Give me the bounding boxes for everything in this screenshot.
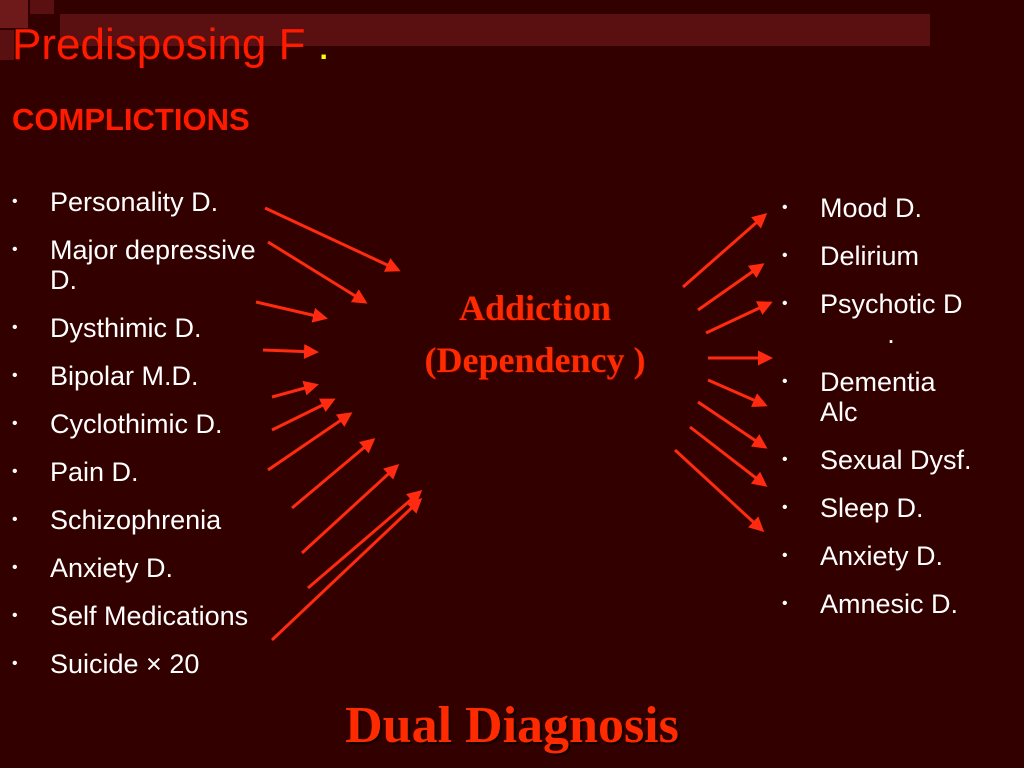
arrow-line <box>270 497 423 642</box>
list-item-text: Sleep D. <box>820 493 924 523</box>
list-item: • Anxiety D. <box>782 541 1022 571</box>
bullet-icon: • <box>12 193 18 210</box>
list-item: • Mood D. <box>782 193 1022 223</box>
list-item-text: Dementia <box>820 367 936 397</box>
list-item-text: Anxiety D. <box>50 553 174 583</box>
list-item: • Dysthimic D. <box>12 313 312 343</box>
arrow-line <box>271 398 336 432</box>
arrow-line <box>705 301 773 335</box>
bullet-icon: • <box>782 373 788 390</box>
list-item: • Bipolar M.D. <box>12 361 312 391</box>
center-node: Addiction (Dependency ) <box>380 282 690 386</box>
list-item: • Schizophrenia <box>12 505 312 535</box>
bullet-icon: • <box>782 247 788 264</box>
slide-title: Predisposing F. <box>12 20 328 70</box>
arrow-line <box>300 463 400 555</box>
list-item: • Suicide × 20 <box>12 649 312 679</box>
list-item-text: Dysthimic D. <box>50 313 202 343</box>
bullet-icon: • <box>12 655 18 672</box>
footer-title: Dual Diagnosis <box>345 697 679 754</box>
arrow-line <box>682 213 768 289</box>
center-node-line2: (Dependency ) <box>424 340 646 380</box>
bullet-icon: • <box>782 499 788 516</box>
list-item: • Cyclothimic D. <box>12 409 312 439</box>
list-item-continuation: . <box>887 319 895 349</box>
bullet-icon: • <box>782 199 788 216</box>
list-item-text: Mood D. <box>820 193 923 223</box>
bullet-icon: • <box>12 367 18 384</box>
list-item-text: Cyclothimic D. <box>50 409 223 439</box>
list-item-text: Personality D. <box>50 187 219 217</box>
center-node-line1: Addiction <box>458 288 612 328</box>
list-item-text: Self Medications <box>50 601 249 631</box>
list-item-text: Sexual Dysf. <box>820 445 972 475</box>
arrow-line <box>689 425 768 487</box>
bullet-icon: • <box>12 415 18 432</box>
list-item-text: Amnesic D. <box>820 589 959 619</box>
list-item-text: Major depressive <box>50 235 256 265</box>
arrow-group <box>255 206 773 642</box>
list-item: • Psychotic D. <box>782 289 1022 349</box>
arrow-line <box>267 412 353 472</box>
list-item-continuation: D. <box>50 265 77 295</box>
arrow-line <box>255 300 328 323</box>
list-item: • Self Medications <box>12 601 312 631</box>
list-item-continuation: Alc <box>820 397 858 427</box>
bullet-icon: • <box>12 463 18 480</box>
bullet-icon: • <box>12 241 18 258</box>
list-item-text: Delirium <box>820 241 920 271</box>
list-item-text: Psychotic D <box>820 289 963 319</box>
arrow-line <box>264 206 401 272</box>
list-item: • Delirium <box>782 241 1022 271</box>
slide-title-dot: . <box>319 33 328 66</box>
arrow-line <box>673 448 765 533</box>
corner-square <box>0 0 28 28</box>
bullet-icon: • <box>782 451 788 468</box>
list-item-text: Schizophrenia <box>50 505 222 535</box>
bullet-icon: • <box>12 511 18 528</box>
corner-square <box>0 30 14 60</box>
list-item-text: Suicide × 20 <box>50 649 200 679</box>
arrow-line <box>271 380 319 399</box>
arrow-line <box>262 344 319 360</box>
corner-square <box>30 0 54 14</box>
slide-title-text: Predisposing F <box>12 20 306 69</box>
arrow-line <box>307 490 423 590</box>
header-band <box>60 14 930 46</box>
arrow-line <box>707 378 768 408</box>
slide-subtitle: COMPLICTIONS <box>12 102 250 137</box>
list-item: • Anxiety D. <box>12 553 312 583</box>
bullet-icon: • <box>12 559 18 576</box>
list-item-text: Anxiety D. <box>820 541 944 571</box>
bullet-icon: • <box>12 607 18 624</box>
bullet-icon: • <box>782 595 788 612</box>
arrow-line <box>291 438 376 510</box>
list-item-text: Bipolar M.D. <box>50 361 199 391</box>
arrow-line <box>697 400 768 449</box>
list-item: • Pain D. <box>12 457 312 487</box>
list-item-text: Pain D. <box>50 457 139 487</box>
arrow-line <box>267 240 368 304</box>
list-item: • Sexual Dysf. <box>782 445 1022 475</box>
bullet-icon: • <box>782 295 788 312</box>
bullet-icon: • <box>782 547 788 564</box>
bullet-icon: • <box>12 319 18 336</box>
arrow-line <box>697 263 765 312</box>
list-item: • Sleep D. <box>782 493 1022 523</box>
list-item: • Amnesic D. <box>782 589 1022 619</box>
list-item: • Personality D. <box>12 187 312 217</box>
